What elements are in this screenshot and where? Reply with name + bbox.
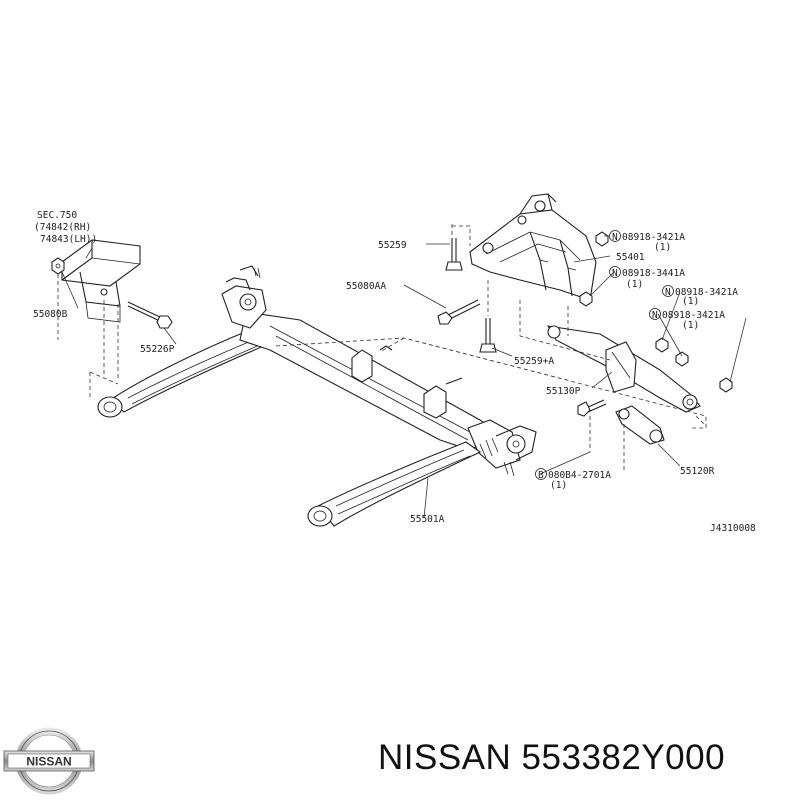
symbol-n1: N	[612, 232, 618, 243]
label-n4-qty: (1)	[682, 320, 699, 331]
label-n3-qty: (1)	[682, 296, 699, 307]
symbol-b1: B	[538, 470, 544, 481]
label-55259A: 55259+A	[514, 356, 554, 367]
bolt-080B4	[577, 399, 607, 452]
symbol-n3: N	[665, 287, 671, 298]
rear-axle-beam-55501A	[89, 265, 537, 527]
label-55501A: 55501A	[410, 514, 445, 525]
symbol-n4: N	[652, 310, 658, 321]
label-sec-rh: (74842(RH)	[34, 222, 91, 233]
label-55080AA: 55080AA	[346, 281, 386, 292]
nut-08918-3421A-top	[595, 231, 609, 247]
label-b1-code: 080B4-2701A	[548, 470, 611, 481]
label-55130P: 55130P	[546, 386, 581, 397]
label-n3-code: 08918-3421A	[675, 287, 738, 298]
product-title: NISSAN 553382Y000	[378, 738, 725, 778]
nut-08918-3441A	[579, 291, 593, 307]
label-55080B: 55080B	[33, 309, 68, 320]
label-n4-code: 08918-3421A	[662, 310, 725, 321]
assembly-outline	[275, 337, 707, 429]
label-n2-qty: (1)	[626, 279, 643, 290]
label-drawing-id: J4310008	[710, 523, 756, 534]
brand-name: NISSAN	[378, 738, 512, 777]
assembly-outline-2	[379, 337, 405, 353]
bolt-55259A	[479, 280, 497, 353]
nut-08918-3421A-mid	[655, 337, 669, 353]
link-55130P	[546, 325, 701, 413]
callout-labels: SEC.750 (74842(RH) 74843(LH)) 55080B 552…	[33, 210, 756, 534]
bolt-55226P	[127, 301, 173, 329]
nut-55080B	[51, 257, 65, 340]
label-b1-qty: (1)	[550, 480, 567, 491]
label-55120R: 55120R	[680, 466, 715, 477]
label-sec-lh: 74843(LH))	[40, 234, 97, 245]
label-n1-code: 08918-3421A	[622, 232, 685, 243]
label-n2-code: 08918-3441A	[622, 268, 685, 279]
label-55259: 55259	[378, 240, 407, 251]
symbol-n2: N	[612, 268, 618, 279]
logo-wordmark: NISSAN	[26, 755, 71, 769]
link-55120R	[615, 405, 665, 445]
body-bracket-sec750	[61, 239, 141, 378]
leader-lines	[61, 235, 747, 519]
part-number: 553382Y000	[521, 738, 726, 777]
mount-bracket-55401	[469, 193, 597, 301]
label-55226P: 55226P	[140, 344, 175, 355]
nissan-logo: NISSAN	[3, 727, 95, 795]
bolt-55259	[445, 224, 463, 271]
label-55401: 55401	[616, 252, 645, 263]
label-n1-qty: (1)	[654, 242, 671, 253]
label-sec-750: SEC.750	[37, 210, 77, 221]
bolt-55080AA	[437, 299, 481, 325]
nut-08918-3421A-low	[675, 351, 733, 393]
